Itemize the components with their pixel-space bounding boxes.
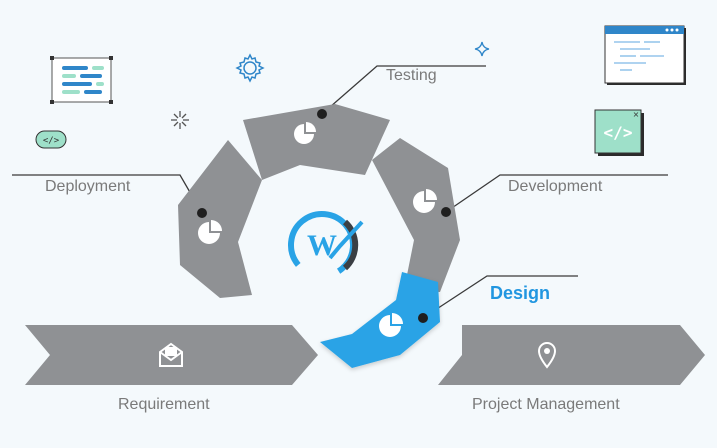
sparkle-icon (474, 41, 490, 57)
connector-dots (197, 109, 451, 323)
code-tag-icon: </> (35, 130, 67, 149)
w-check-logo-icon: W (288, 211, 364, 279)
code-window-icon (50, 56, 113, 104)
segment-design (320, 272, 440, 368)
svg-text:</>: </> (604, 123, 633, 142)
label-development: Development (508, 178, 603, 195)
browser-window-icon (604, 25, 686, 85)
code-tag-badge-icon: × </> (594, 109, 644, 156)
label-testing: Testing (386, 67, 437, 84)
segment-testing (243, 104, 390, 180)
pie-chart-icon (379, 313, 403, 337)
location-pin-icon (537, 342, 557, 369)
segment-development (372, 138, 460, 292)
pie-chart-icon (198, 220, 222, 244)
segment-pie-icons (198, 122, 437, 337)
segment-deployment (178, 140, 262, 298)
svg-text:×: × (633, 110, 640, 119)
label-project-management: Project Management (472, 396, 620, 413)
svg-text:</>: </> (43, 136, 60, 146)
pie-chart-icon (413, 189, 437, 213)
label-design: Design (490, 283, 551, 303)
gear-icon (235, 53, 265, 83)
label-deployment: Deployment (45, 178, 131, 195)
envelope-icon (159, 342, 183, 367)
development-connector (445, 174, 668, 213)
testing-connector (321, 65, 486, 115)
pie-chart-icon (294, 122, 316, 144)
label-requirement: Requirement (118, 396, 210, 413)
project-management-arrow (438, 325, 705, 385)
design-connector (422, 275, 578, 319)
burst-icon (171, 111, 189, 129)
